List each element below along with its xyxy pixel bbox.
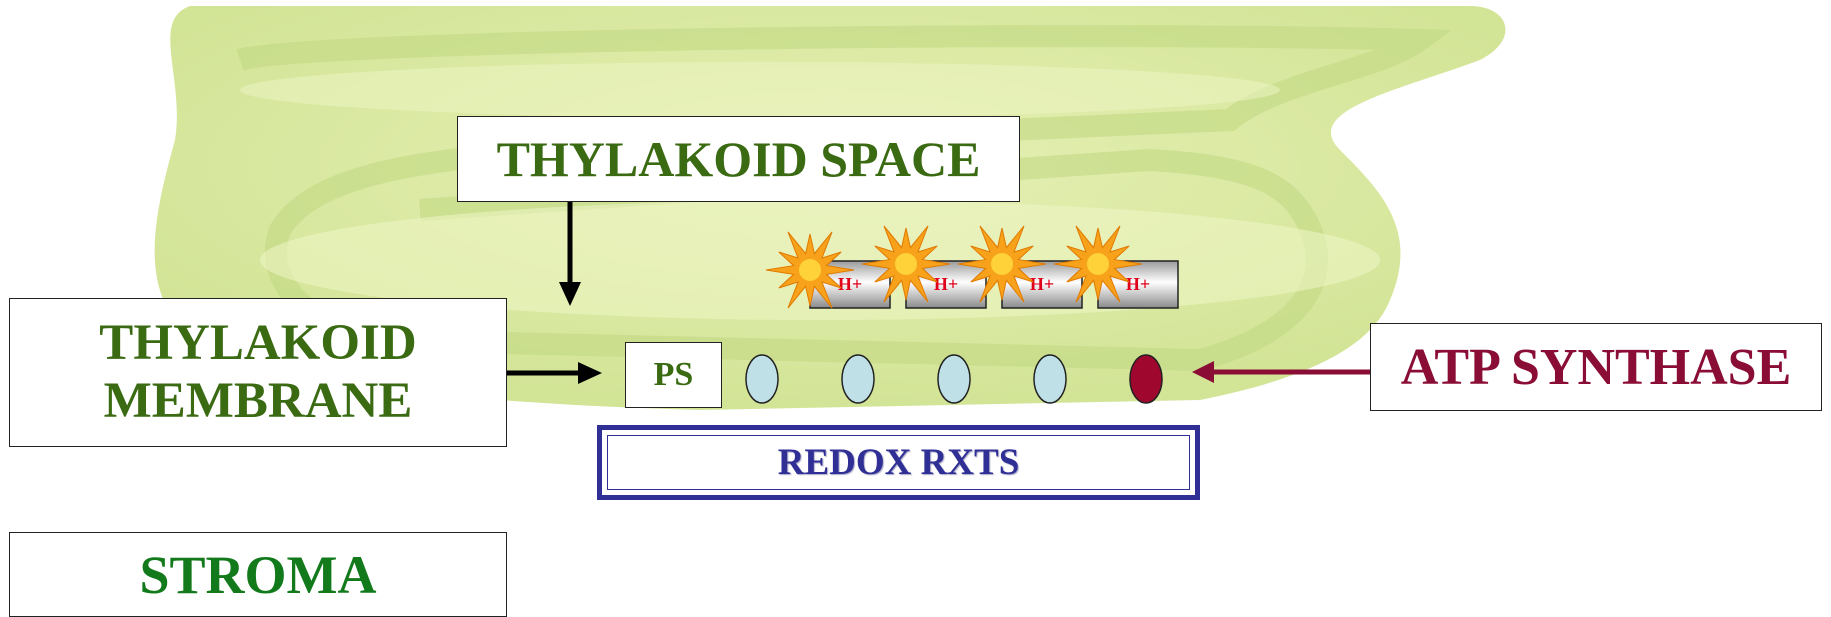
thylakoid-space-text: THYLAKOID SPACE xyxy=(496,131,981,187)
redox-reactions-inner: REDOX RXTS xyxy=(607,435,1190,490)
atp-synthase-label: ATP SYNTHASE xyxy=(1370,323,1822,411)
redox-reactions-text: REDOX RXTS xyxy=(777,442,1020,483)
redox-reactions-box: REDOX RXTS xyxy=(597,425,1200,500)
photosystem-box: PS xyxy=(625,342,722,408)
stroma-label: STROMA xyxy=(9,532,507,617)
atp-synthase-text: ATP SYNTHASE xyxy=(1400,338,1792,396)
thylakoid-membrane-label: THYLAKOID MEMBRANE xyxy=(9,298,507,447)
photosystem-text: PS xyxy=(653,356,694,393)
thylakoid-space-label: THYLAKOID SPACE xyxy=(457,116,1020,202)
stroma-text: STROMA xyxy=(139,544,377,605)
thylakoid-highlight-2 xyxy=(240,62,1280,118)
thylakoid-membrane-line1: THYLAKOID xyxy=(99,315,417,372)
thylakoid-membrane-line2: MEMBRANE xyxy=(103,372,413,429)
